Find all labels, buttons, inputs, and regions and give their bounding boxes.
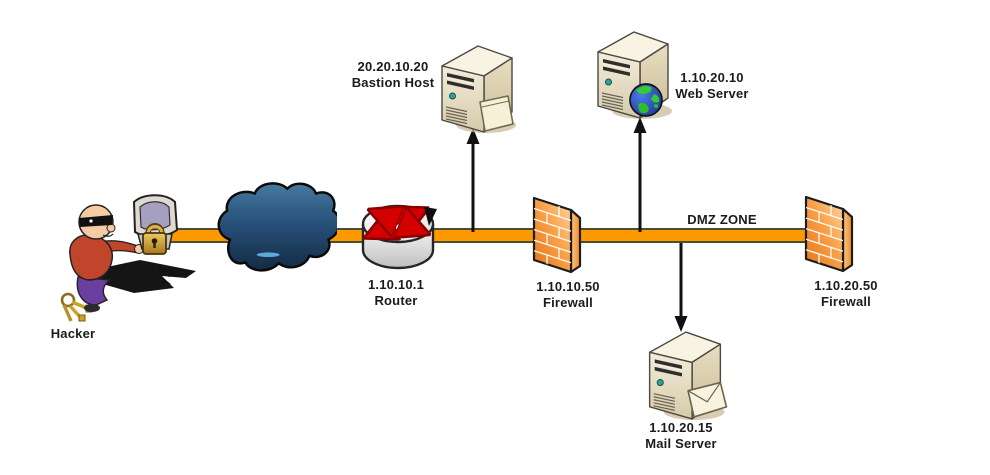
web-server-ip: 1.10.20.10 (680, 70, 744, 85)
flag-marker (424, 207, 437, 226)
shadow-shape (93, 260, 196, 293)
router-ip: 1.10.10.1 (367, 277, 424, 292)
folder-icon (479, 95, 514, 132)
padlock-icon (142, 223, 167, 255)
web-server-icon (597, 31, 673, 120)
outer-firewall-name: Firewall (542, 295, 593, 310)
impact-sparks (158, 266, 177, 284)
envelope-icon (687, 381, 728, 418)
mail-server-name: Mail Server (645, 436, 717, 451)
mask-icon (79, 215, 113, 227)
outer-firewall-icon (532, 196, 582, 274)
bastion-host-label: 20.20.10.20 Bastion Host (318, 59, 468, 91)
mail-server-ip: 1.10.20.15 (649, 420, 713, 435)
hacker-label: Hacker (50, 326, 96, 341)
router-label: 1.10.10.1 Router (321, 277, 471, 309)
crossed-arrows-icon (373, 212, 421, 234)
inner-firewall-label: 1.10.20.50 Firewall (771, 278, 921, 310)
inner-firewall-ip: 1.10.20.50 (814, 278, 878, 293)
hacker-icon (60, 194, 196, 322)
mail-server-label: 1.10.20.15 Mail Server (606, 420, 756, 452)
globe-icon (629, 83, 663, 117)
outer-firewall-ip: 1.10.10.50 (536, 279, 600, 294)
outer-firewall-label: 1.10.10.50 Firewall (493, 279, 643, 311)
inner-firewall-name: Firewall (820, 294, 871, 309)
router-icon (359, 201, 437, 270)
bastion-host-icon (441, 45, 517, 134)
dmz-zone-label: DMZ ZONE (687, 212, 757, 227)
pants-shape (76, 276, 113, 306)
web-server-label: 1.10.20.10 Web Server (637, 70, 787, 102)
internet-cloud-icon (217, 182, 337, 272)
inner-firewall-icon (804, 195, 854, 273)
arrow-to-web-server (633, 117, 647, 232)
bastion-host-name: Bastion Host (351, 75, 435, 90)
shirt-shape (69, 234, 114, 281)
mail-server-icon (648, 331, 728, 421)
router-name: Router (374, 293, 418, 308)
bastion-host-ip: 20.20.10.20 (357, 59, 429, 74)
arrow-to-bastion-host (466, 128, 480, 232)
cloud-highlight (256, 252, 280, 258)
arrow-to-mail-server (674, 243, 688, 332)
shoe-shape (84, 304, 100, 312)
web-server-name: Web Server (675, 86, 749, 101)
